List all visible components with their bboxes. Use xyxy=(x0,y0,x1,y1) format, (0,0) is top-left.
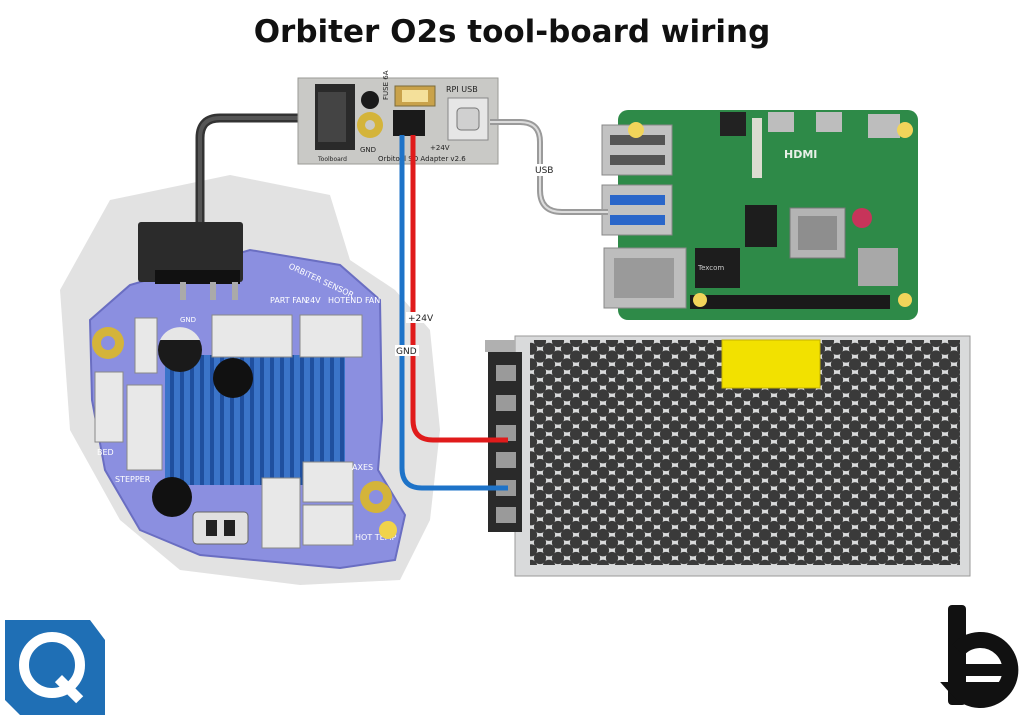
orbiter-logo xyxy=(5,620,105,715)
gpio-header xyxy=(690,295,890,309)
connector-br-3 xyxy=(302,504,354,546)
toolboard-plug xyxy=(138,222,243,300)
label-bed: BED xyxy=(97,448,114,457)
usb-port-bottom xyxy=(601,184,673,236)
be-mark-board xyxy=(379,521,397,539)
adapter-fuse-label: FUSE 6A xyxy=(382,70,390,100)
rpi-usb-chip-label: Texcom xyxy=(697,264,724,272)
label-hot-temp: HOT TEMP xyxy=(355,533,397,542)
connector-br-2 xyxy=(302,461,354,503)
wire-24v xyxy=(410,135,508,443)
audio-jack xyxy=(720,112,746,136)
knob-top xyxy=(213,358,253,398)
raspberry-pi: HDMI Texcom xyxy=(601,110,918,320)
adapter-24v-label: +24V xyxy=(430,144,450,152)
usb-c-power xyxy=(868,114,900,138)
label-gnd: GND xyxy=(180,316,196,324)
rpi-hdmi-label: HDMI xyxy=(784,148,817,161)
raspberry-logo xyxy=(852,208,872,228)
knob-bottom xyxy=(152,477,192,517)
adapter-toolboard-label: Toolboard xyxy=(317,156,347,163)
power-supply xyxy=(485,335,971,577)
micro-hdmi-2 xyxy=(816,112,842,132)
gnd-wire-label: GND xyxy=(396,347,417,357)
wire-gnd xyxy=(399,135,508,491)
connector-small xyxy=(134,317,158,374)
adapter-gnd-label: GND xyxy=(360,146,376,154)
adapter-rpi-usb-label: RPI USB xyxy=(446,85,478,94)
camera-connector xyxy=(752,118,762,178)
adapter-name: Orbitool SO Adapter v2.6 xyxy=(378,155,466,163)
wifi-chip xyxy=(858,248,898,286)
be-logo xyxy=(940,605,1019,708)
connector-power xyxy=(192,511,249,545)
label-stepper: STEPPER xyxy=(115,475,151,484)
usb-wire-label: USB xyxy=(535,166,553,176)
connector-left-1 xyxy=(94,371,124,443)
label-part-fan: PART FAN xyxy=(270,296,308,305)
label-fan-voltage: 24V xyxy=(305,296,321,305)
page-title: Orbiter O2s tool-board wiring xyxy=(253,14,771,50)
ram-chip xyxy=(745,205,777,247)
psu-sticker xyxy=(721,339,821,389)
connector-top-2 xyxy=(299,314,363,358)
label-hotend-fan: HOTEND FAN xyxy=(328,296,380,305)
plus24-wire-label: +24V xyxy=(408,314,434,324)
label-axes: AXES xyxy=(352,463,373,472)
usb-chip xyxy=(695,248,740,288)
be-mark-adapter xyxy=(361,91,379,109)
micro-hdmi-1 xyxy=(768,112,794,132)
toolboard-assembly: ORBITER SENSOR PART FAN 24V HOTEND FAN A… xyxy=(60,175,440,585)
mosfet-chip xyxy=(393,110,425,136)
connector-br-1 xyxy=(261,477,301,549)
usb-adapter-board: FUSE 6A RPI USB GND +24V Toolboard Orbit… xyxy=(297,70,499,165)
connector-left-2 xyxy=(126,384,163,471)
connector-top-1 xyxy=(211,314,293,358)
